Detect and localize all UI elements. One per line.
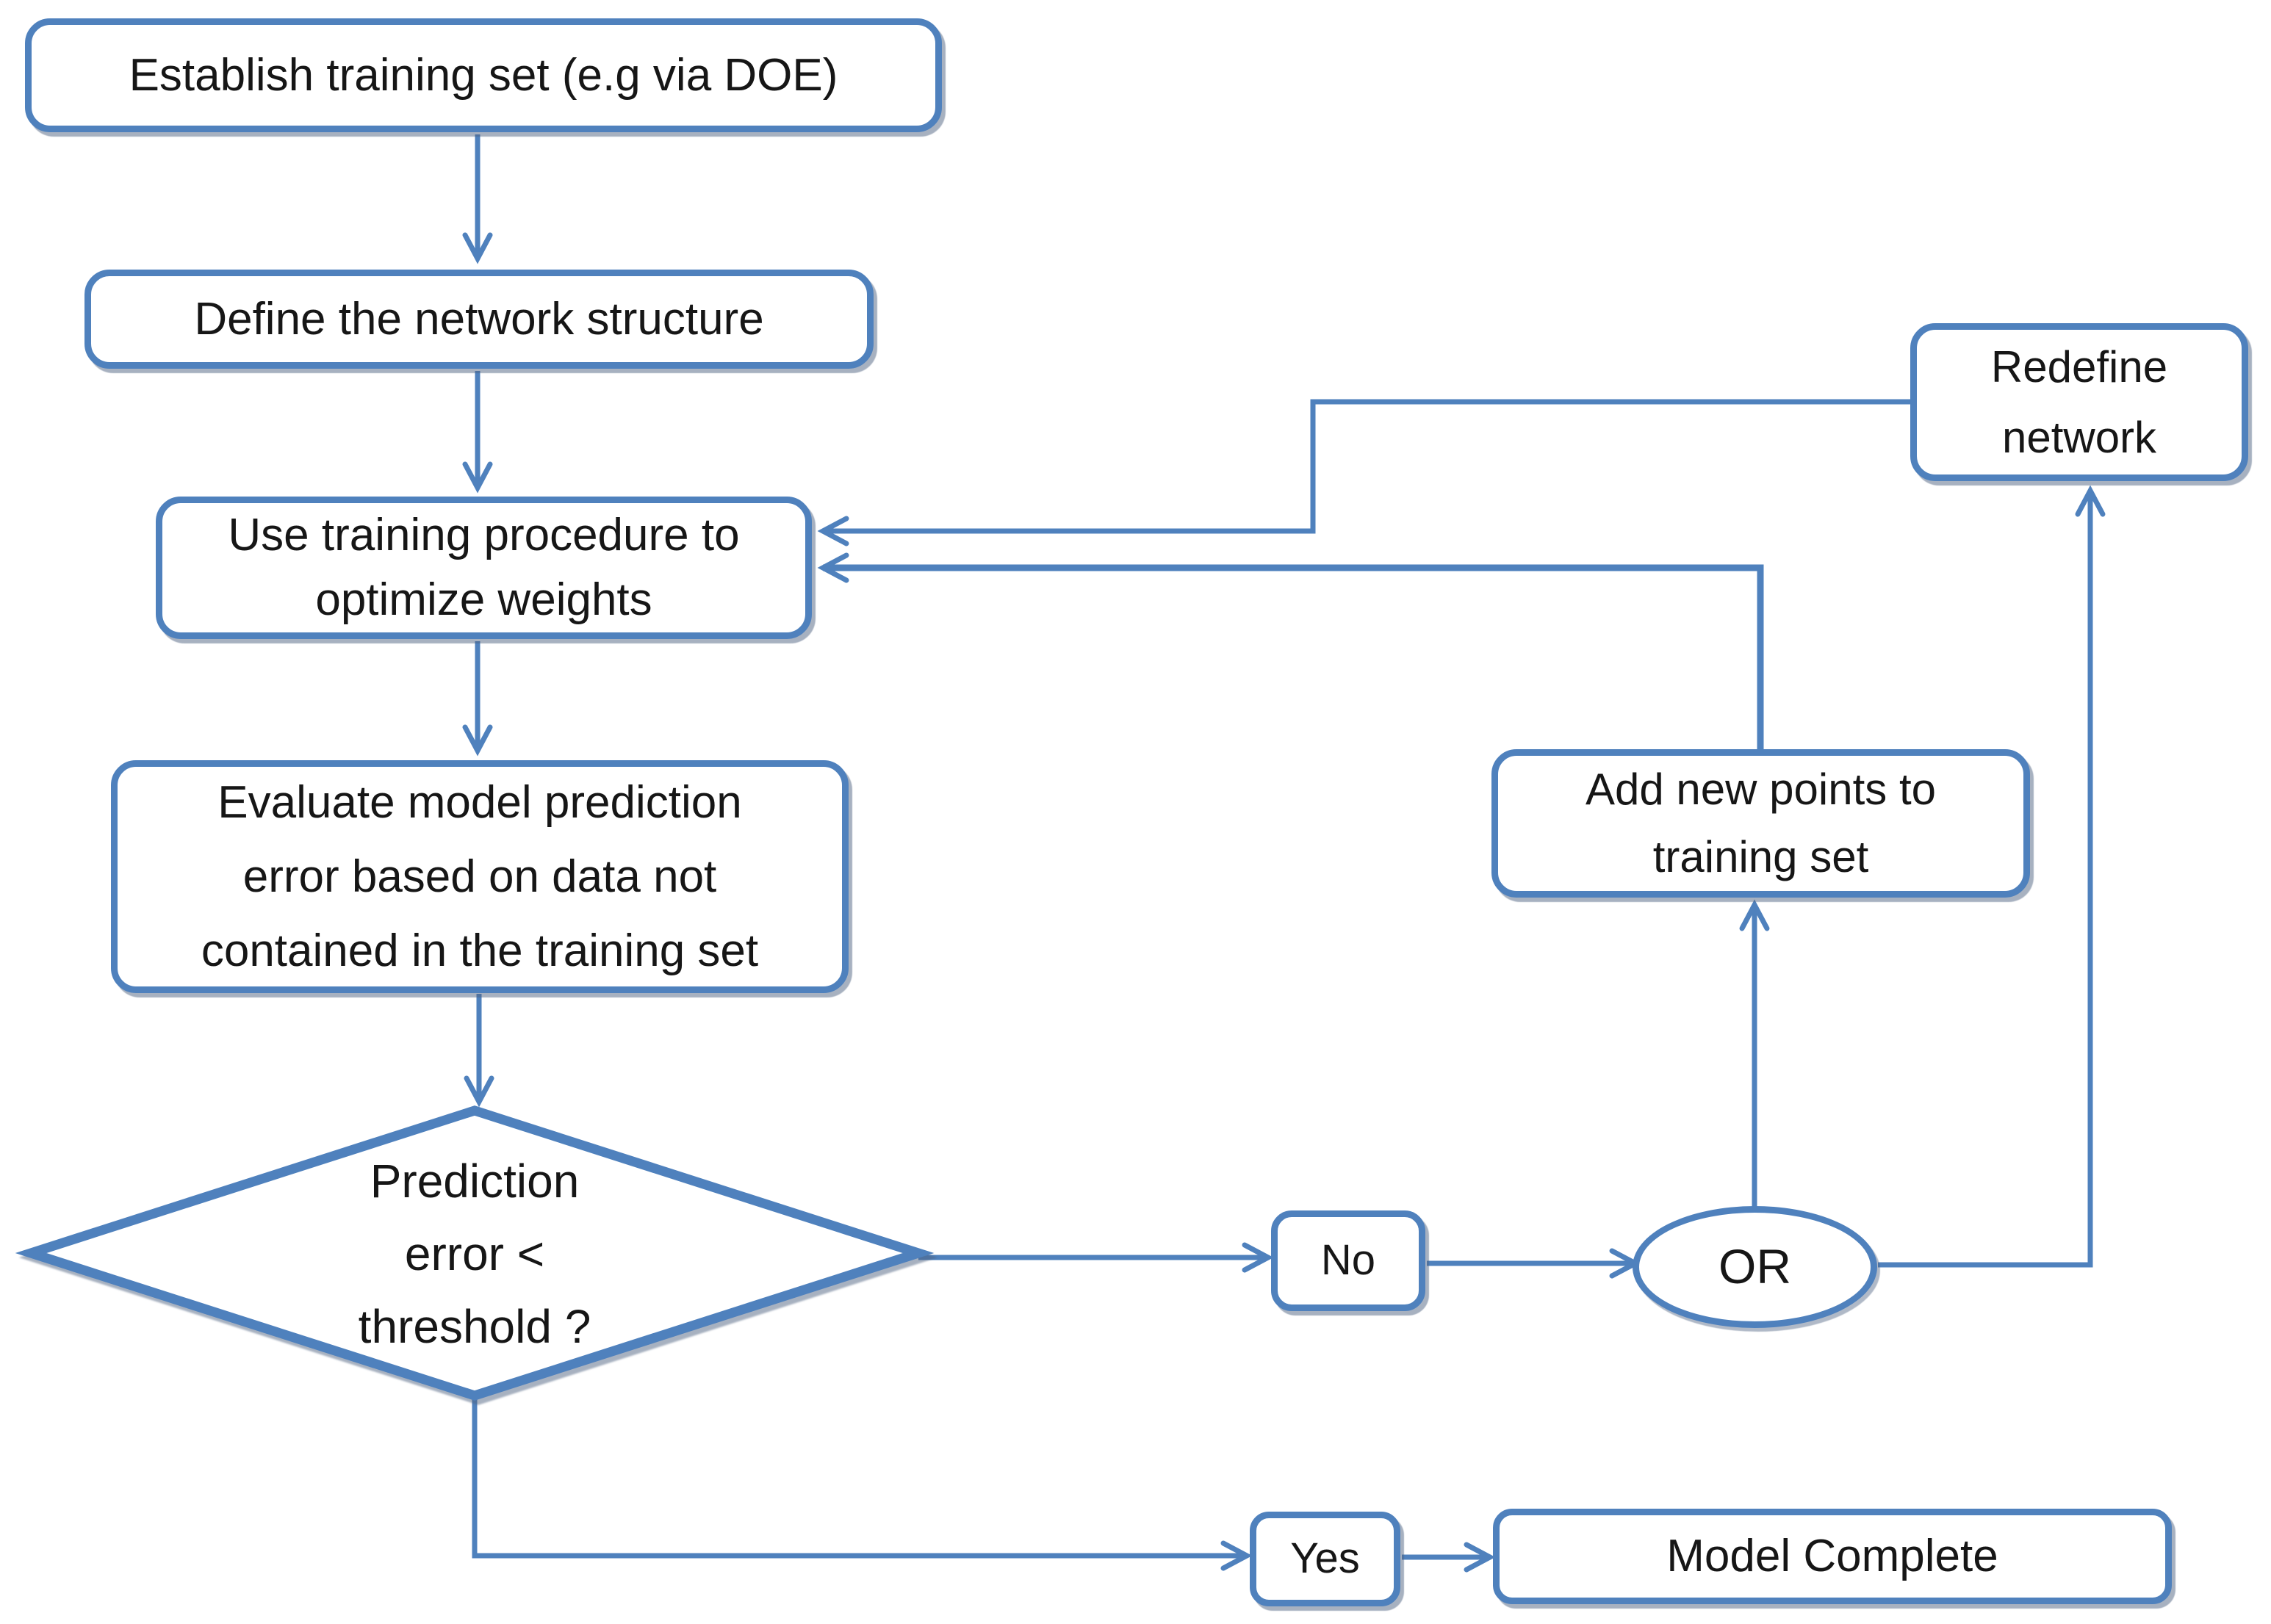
decision-line-1: Prediction — [370, 1155, 580, 1208]
node-redefine-network: Redefine network — [1910, 323, 2248, 481]
edge-add-points-to-use-training — [817, 552, 1764, 753]
node-establish-label: Establish training set (e.g via DOE) — [129, 49, 838, 101]
decision-diamond-shape — [15, 1105, 935, 1401]
node-decision-prediction-error: Prediction error < threshold ? — [122, 1135, 827, 1374]
node-use-training-procedure: Use training procedure to optimize weigh… — [156, 497, 812, 639]
node-define-label: Define the network structure — [194, 293, 764, 344]
node-establish-training-set: Establish training set (e.g via DOE) — [25, 18, 942, 132]
node-use-training-line-2: optimize weights — [315, 574, 652, 625]
node-evaluate-line-1: Evaluate model prediction — [217, 777, 742, 828]
node-yes-label: Yes — [1290, 1534, 1360, 1583]
decision-line-2: error < — [404, 1227, 545, 1280]
node-redefine-line-1: Redefine — [1990, 342, 2168, 391]
node-model-complete-label: Model Complete — [1666, 1531, 1998, 1582]
node-or: OR — [1633, 1206, 1877, 1328]
node-no-label: No — [1320, 1236, 1376, 1285]
node-add-points-line-1: Add new points to — [1586, 765, 1936, 814]
node-add-new-points: Add new points to training set — [1491, 749, 2030, 898]
node-evaluate-line-2: error based on data not — [242, 851, 717, 902]
node-add-points-line-2: training set — [1652, 832, 1869, 881]
decision-line-3: threshold ? — [358, 1300, 591, 1353]
node-use-training-line-1: Use training procedure to — [228, 510, 740, 560]
node-define-network-structure: Define the network structure — [84, 270, 874, 369]
node-evaluate-line-3: contained in the training set — [201, 925, 759, 976]
node-no: No — [1271, 1210, 1425, 1311]
edge-decision-to-yes — [472, 1392, 1253, 1571]
node-or-label: OR — [1718, 1239, 1791, 1294]
node-model-complete: Model Complete — [1493, 1509, 2172, 1604]
edge-or-to-redefine — [1878, 485, 2106, 1268]
node-evaluate-prediction-error: Evaluate model prediction error based on… — [111, 760, 849, 993]
edge-redefine-to-use-training — [817, 399, 1913, 546]
node-redefine-line-2: network — [2001, 412, 2157, 462]
node-yes: Yes — [1250, 1512, 1400, 1606]
